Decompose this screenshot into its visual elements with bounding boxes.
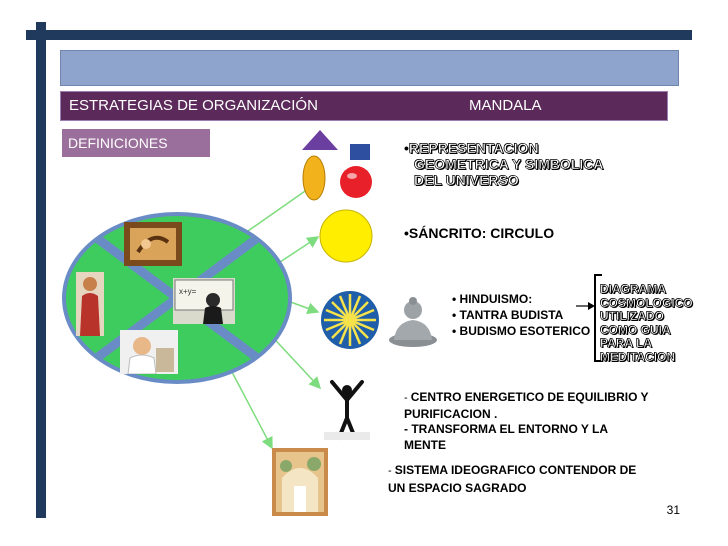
- energy-line-4: MENTE: [404, 437, 446, 452]
- definition-line-2: GEOMETRICA Y SIMBOLICA: [414, 156, 604, 173]
- header-bar: ESTRATEGIAS DE ORGANIZACIÓN MANDALA: [60, 91, 668, 121]
- woman-picture: [76, 272, 104, 336]
- energy-line-1: CENTRO ENERGETICO DE EQUILIBRIO Y: [410, 390, 649, 404]
- sun-mandala-icon: [321, 291, 379, 349]
- definition-representation: •REPRESENTACION GEOMETRICA Y SIMBOLICA D…: [404, 140, 604, 189]
- energy-line-2: PURIFICACION .: [404, 406, 498, 421]
- geometric-shapes-picture: [302, 130, 372, 201]
- tradition-item: • HINDUISMO:: [452, 292, 533, 306]
- title-band: [60, 50, 679, 86]
- definition-line-3: DEL UNIVERSO: [414, 172, 519, 189]
- frame-vertical-bar: [36, 22, 46, 518]
- page-number: 31: [666, 503, 680, 517]
- frame-horizontal-bar: [26, 30, 692, 40]
- student-reading-picture: [120, 330, 178, 374]
- diagram-note-line: MEDITACION: [600, 349, 676, 364]
- diagram-note-line: PARA LA: [600, 336, 653, 350]
- hands-writing-picture: [124, 222, 182, 266]
- definition-line-1: REPRESENTACION: [408, 140, 539, 157]
- energy-dash: -: [404, 392, 411, 404]
- connector-arrow: [576, 302, 595, 310]
- header-right-title: MANDALA: [469, 97, 542, 114]
- definitions-label: DEFINICIONES: [68, 135, 168, 151]
- diagram-note-bracket: [594, 274, 602, 362]
- traditions-list: • HINDUISMO: • TANTRA BUDISTA • BUDISMO …: [452, 291, 590, 339]
- energy-center-text: - CENTRO ENERGETICO DE EQUILIBRIO Y PURI…: [404, 390, 649, 453]
- definition-bullet: •: [404, 140, 409, 156]
- diagram-note-line: COMO GUIA: [600, 322, 671, 337]
- definitions-label-box: DEFINICIONES: [62, 129, 210, 157]
- header-left-title: ESTRATEGIAS DE ORGANIZACIÓN: [69, 97, 318, 114]
- energy-line-3: - TRANSFORMA EL ENTORNO Y LA: [404, 422, 609, 436]
- arrow-5: [231, 371, 273, 450]
- tradition-item: • BUDISMO ESOTERICO: [452, 324, 591, 338]
- arrow-1: [237, 181, 320, 239]
- sacred-space-picture: [272, 448, 328, 516]
- person-arms-raised-picture: [322, 376, 372, 442]
- svg-text:x+y=: x+y=: [179, 287, 197, 296]
- teacher-board-picture: x+y=: [173, 278, 235, 324]
- ideographic-dash: -: [388, 465, 395, 477]
- diagram-note-line: DIAGRAMA: [600, 282, 667, 296]
- buddha-statue-picture: [389, 297, 437, 347]
- definition-sanskrit: •SÁNCRITO: CIRCULO: [404, 225, 555, 241]
- diagram-note-line: UTILIZADO: [600, 309, 665, 323]
- diagram-note-line: COSMOLOGICO: [600, 295, 693, 310]
- ideographic-line-1: SISTEMA IDEOGRAFICO CONTENDOR DE: [394, 463, 637, 477]
- ideographic-line-2: UN ESPACIO SAGRADO: [388, 481, 527, 495]
- yellow-circle-icon: [319, 209, 373, 263]
- ideographic-system-text: - SISTEMA IDEOGRAFICO CONTENDOR DE UN ES…: [388, 462, 636, 497]
- diagram-note: DIAGRAMA COSMOLOGICO UTILIZADO COMO GUIA…: [600, 282, 693, 364]
- tradition-item: • TANTRA BUDISTA: [452, 308, 564, 322]
